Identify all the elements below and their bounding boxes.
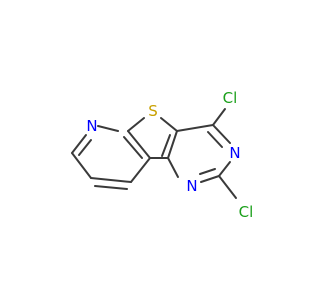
bond-c8a-s [127, 117, 145, 132]
bond-n8-c7 [71, 134, 87, 154]
bond-c5-c4a [130, 157, 151, 183]
bond-c2-n1-double [199, 168, 216, 175]
chlorine-4-label: Cl [223, 89, 238, 107]
atom-labels: S N N N Cl Cl [86, 89, 253, 221]
bond-c7-c6 [71, 152, 92, 179]
bond-n1-c4b [167, 157, 179, 178]
bond-n3-c2 [218, 161, 231, 177]
bond-c4a-c8a [127, 130, 151, 159]
pyridine-nitrogen-label: N [86, 117, 97, 135]
chlorine-2-label: Cl [239, 203, 254, 221]
bond-c9a-c4b [167, 130, 178, 159]
molecule-structure: S N N N Cl Cl [71, 89, 253, 221]
bond-c4-n3-double [207, 131, 223, 148]
bond-c9a-c4b-double [161, 134, 171, 157]
bond-n8-c7-double [78, 139, 92, 156]
pyrimidine-nitrogen-1-label: N [186, 177, 197, 195]
bond-c4-n3 [212, 124, 231, 144]
bond-c2-cl [218, 175, 237, 199]
sulfur-atom-label: S [148, 102, 158, 120]
bond-c4-cl [212, 108, 226, 126]
bond-c8a-n8 [97, 125, 119, 132]
bond-c2-n1 [200, 175, 220, 183]
bond-c6-c5 [90, 177, 132, 183]
bond-c6-c5-double [94, 185, 128, 190]
bond-c4a-c8a-double [123, 136, 143, 159]
bond-s-c9a [160, 117, 178, 132]
bond-c9a-c4 [176, 124, 214, 132]
bonds [71, 108, 237, 199]
pyrimidine-nitrogen-3-label: N [229, 144, 240, 162]
